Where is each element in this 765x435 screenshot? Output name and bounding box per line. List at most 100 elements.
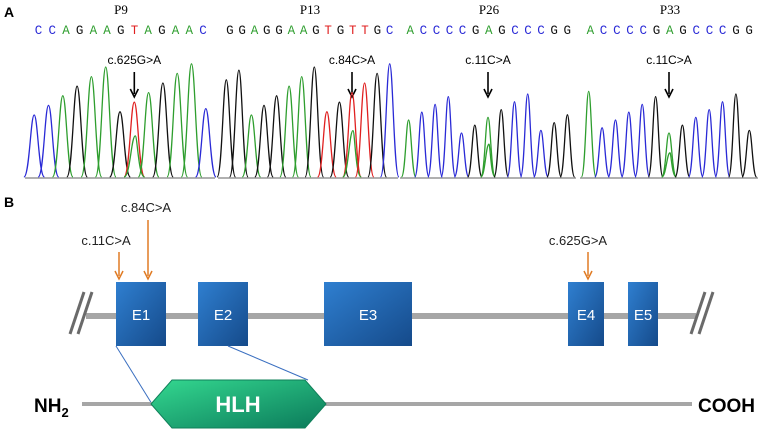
- chromatogram-peak: [254, 104, 274, 178]
- exon-e5: E5: [628, 282, 658, 346]
- chromatogram-peak: [228, 69, 249, 178]
- mutation-label-c11: c.11C>A: [81, 233, 131, 248]
- chromatogram-peak: [367, 72, 388, 178]
- chromatogram-mutation-label-p13: c.84C>A: [329, 53, 375, 67]
- connector-left: [115, 345, 153, 405]
- chromatogram-peak: [109, 111, 131, 178]
- mutation-marker-c84: c.84C>A: [121, 200, 172, 281]
- chromatogram-peak: [354, 82, 375, 178]
- chromatogram-peak: [194, 107, 217, 178]
- exon-e5-label: E5: [634, 307, 652, 324]
- chromatogram-peak: [506, 101, 523, 178]
- chromatogram-peak: [137, 91, 160, 178]
- chromatogram-peak: [414, 111, 430, 178]
- panel-b-letter: B: [4, 194, 14, 210]
- chromatogram-peak: [123, 101, 146, 178]
- hlh-domain-label: HLH: [215, 392, 260, 417]
- chromatogram-peak: [66, 85, 88, 178]
- exon-e2: E2: [198, 282, 248, 346]
- mutation-marker-c625: c.625G>A: [549, 233, 607, 281]
- chromatogram-peak: [453, 132, 470, 178]
- chromatogram-arrowhead-p33: [664, 88, 674, 99]
- chromatogram-peak: [51, 95, 74, 178]
- left-break-mark: [68, 291, 94, 335]
- chromatogram-peak: [727, 93, 744, 178]
- chromatogram-peak: [166, 72, 189, 178]
- chromatogram-peak: [427, 103, 443, 178]
- chromatogram-peak: [291, 75, 312, 178]
- chromatogram-peak: [37, 104, 60, 178]
- chromatogram-peak: [316, 111, 337, 178]
- sample-label-p9: P9: [114, 2, 128, 17]
- chromatogram-peak: [701, 108, 718, 178]
- chromatogram-peak: [714, 101, 731, 178]
- chromatogram-mutation-label-p33: c.11C>A: [646, 53, 691, 67]
- chromatogram-peak: [559, 114, 576, 178]
- sample-label-p33: P33: [660, 2, 680, 17]
- exon-e1-label: E1: [132, 307, 150, 324]
- chromatogram-peak: [674, 124, 691, 178]
- exon-e1: E1: [116, 282, 166, 346]
- chromatogram-peak: [216, 79, 237, 178]
- exon-e3-label: E3: [359, 307, 377, 324]
- chromatogram-secondary-peak: [123, 135, 146, 178]
- mutation-label-c84: c.84C>A: [121, 200, 172, 215]
- chromatogram-peak: [687, 116, 704, 178]
- chromatogram-peak: [661, 132, 677, 178]
- exon-e4-label: E4: [577, 307, 595, 324]
- chromatogram-arrowhead-p26: [483, 88, 493, 99]
- chromatogram-peak: [607, 119, 624, 178]
- chromatogram-peak: [519, 93, 536, 178]
- chromatogram-peak: [180, 63, 203, 178]
- exon-e2-label: E2: [214, 307, 232, 324]
- chromatogram-peak: [279, 85, 300, 178]
- chromatogram-peak: [546, 121, 562, 178]
- chromatogram-peak: [620, 111, 637, 178]
- chromatogram-peak: [440, 95, 457, 178]
- chromatogram-peak: [94, 66, 117, 178]
- chromatogram-secondary-peak: [480, 143, 496, 178]
- exon-e3: E3: [324, 282, 412, 346]
- mutation-marker-c11: c.11C>A: [81, 233, 131, 281]
- chromatogram-peak: [23, 114, 46, 178]
- connector-right: [227, 345, 309, 381]
- chromatogram-peak: [741, 129, 758, 178]
- chromatogram-peak: [329, 101, 350, 178]
- chromatogram-peak: [634, 103, 651, 178]
- chromatogram-peak: [266, 95, 287, 178]
- sample-label-p26: P26: [479, 2, 500, 17]
- right-break-mark: [689, 291, 715, 335]
- chromatogram-peak: [241, 114, 262, 178]
- chromatogram-arrowhead-p13: [347, 88, 357, 99]
- chromatogram-peak: [533, 129, 549, 178]
- panel-a-letter: A: [4, 4, 14, 20]
- chromatogram-mutation-label-p9: c.625G>A: [107, 53, 161, 67]
- chromatogram-peak: [400, 119, 417, 178]
- chromatogram-peak: [493, 108, 510, 178]
- c-terminus-label: COOH: [698, 396, 755, 417]
- chromatogram-peak: [580, 90, 597, 178]
- chromatogram-peak: [480, 116, 496, 178]
- exon-e4: E4: [568, 282, 604, 346]
- chromatogram-arrowhead-p9: [129, 88, 140, 99]
- chromatogram-peak: [594, 127, 611, 178]
- chromatogram-mutation-label-p26: c.11C>A: [465, 53, 510, 67]
- chromatogram-peak: [304, 66, 325, 178]
- n-terminus-label: NH2: [34, 396, 69, 420]
- sample-label-p13: P13: [300, 2, 320, 17]
- chromatogram-peak: [379, 63, 400, 178]
- chromatogram-secondary-peak: [342, 129, 362, 178]
- chromatogram-peak: [647, 95, 664, 178]
- chromatogram-secondary-peak: [661, 152, 677, 178]
- hlh-domain: HLH: [150, 379, 327, 429]
- chromatogram-peak: [152, 82, 174, 178]
- chromatogram-peak: [80, 75, 103, 178]
- chromatogram-peak: [466, 124, 483, 178]
- chromatogram-peak: [342, 91, 362, 178]
